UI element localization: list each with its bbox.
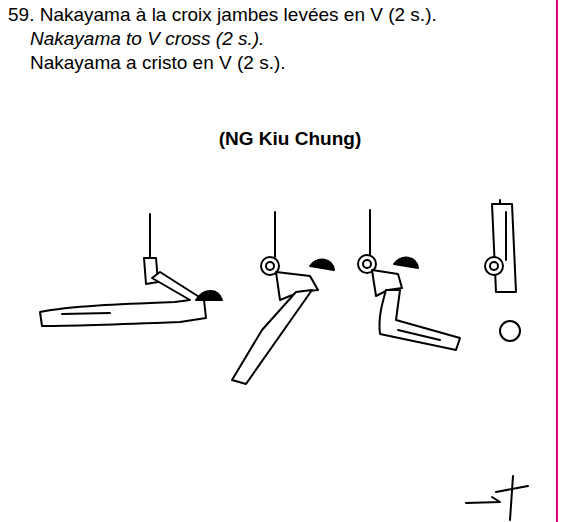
gymnast-figure — [358, 210, 460, 350]
element-symbol — [466, 476, 528, 520]
gymnast-name: (NG Kiu Chung) — [219, 128, 361, 151]
element-title-spanish: Nakayama a cristo en V (2 s.). — [30, 52, 286, 75]
gymnast-figure — [485, 200, 520, 341]
element-title-english: Nakayama to V cross (2 s.). — [30, 28, 264, 51]
gymnast-figure — [40, 214, 222, 326]
element-title: 59. Nakayama à la croix jambes levées en… — [8, 4, 437, 27]
margin-line — [556, 0, 558, 522]
gymnast-figure — [232, 212, 334, 384]
